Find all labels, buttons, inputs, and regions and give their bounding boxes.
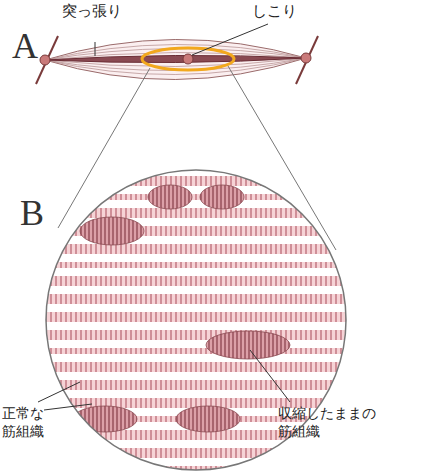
panel-letter: B	[20, 195, 44, 231]
callout-label: 突っ張り	[62, 2, 122, 21]
panel-letter: A	[12, 28, 38, 64]
callout-label: 収縮したままの 筋組織	[278, 405, 398, 440]
callout-label: 正常な 筋組織	[2, 405, 66, 440]
leader-lines	[38, 350, 290, 410]
callout-label: しこり	[252, 2, 297, 21]
